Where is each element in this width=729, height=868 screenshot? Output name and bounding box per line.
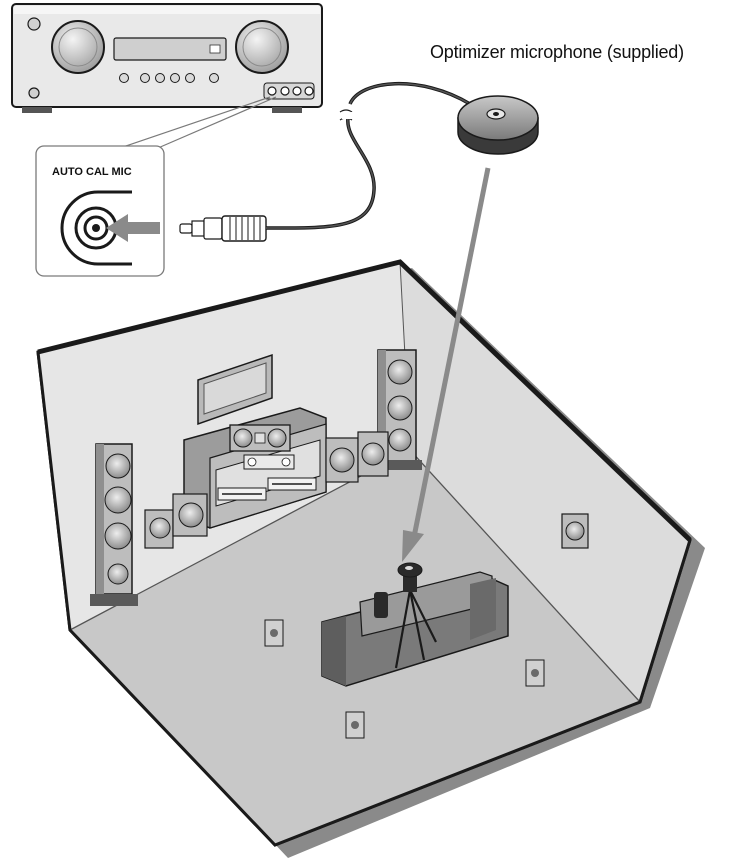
optimizer-microphone-icon: [458, 96, 538, 154]
front-jacks: [264, 83, 314, 99]
microphone-caption: Optimizer microphone (supplied): [430, 42, 684, 63]
phones-jack-icon: [29, 88, 39, 98]
center-speaker-icon: [230, 425, 290, 451]
front-left-speaker-icon: [90, 444, 138, 606]
front-right-satellite-icon: [326, 432, 388, 482]
master-volume-knob: [236, 21, 288, 73]
surround-right-speaker-icon: [562, 514, 588, 548]
input-selector-knob: [52, 21, 104, 73]
mic-plug-icon: [180, 216, 266, 241]
jack-label: AUTO CAL MIC: [52, 166, 132, 178]
power-button-icon: [28, 18, 40, 30]
auto-cal-mic-jack-icon: [268, 87, 276, 95]
listening-room: [38, 262, 705, 858]
front-display: [114, 38, 226, 60]
